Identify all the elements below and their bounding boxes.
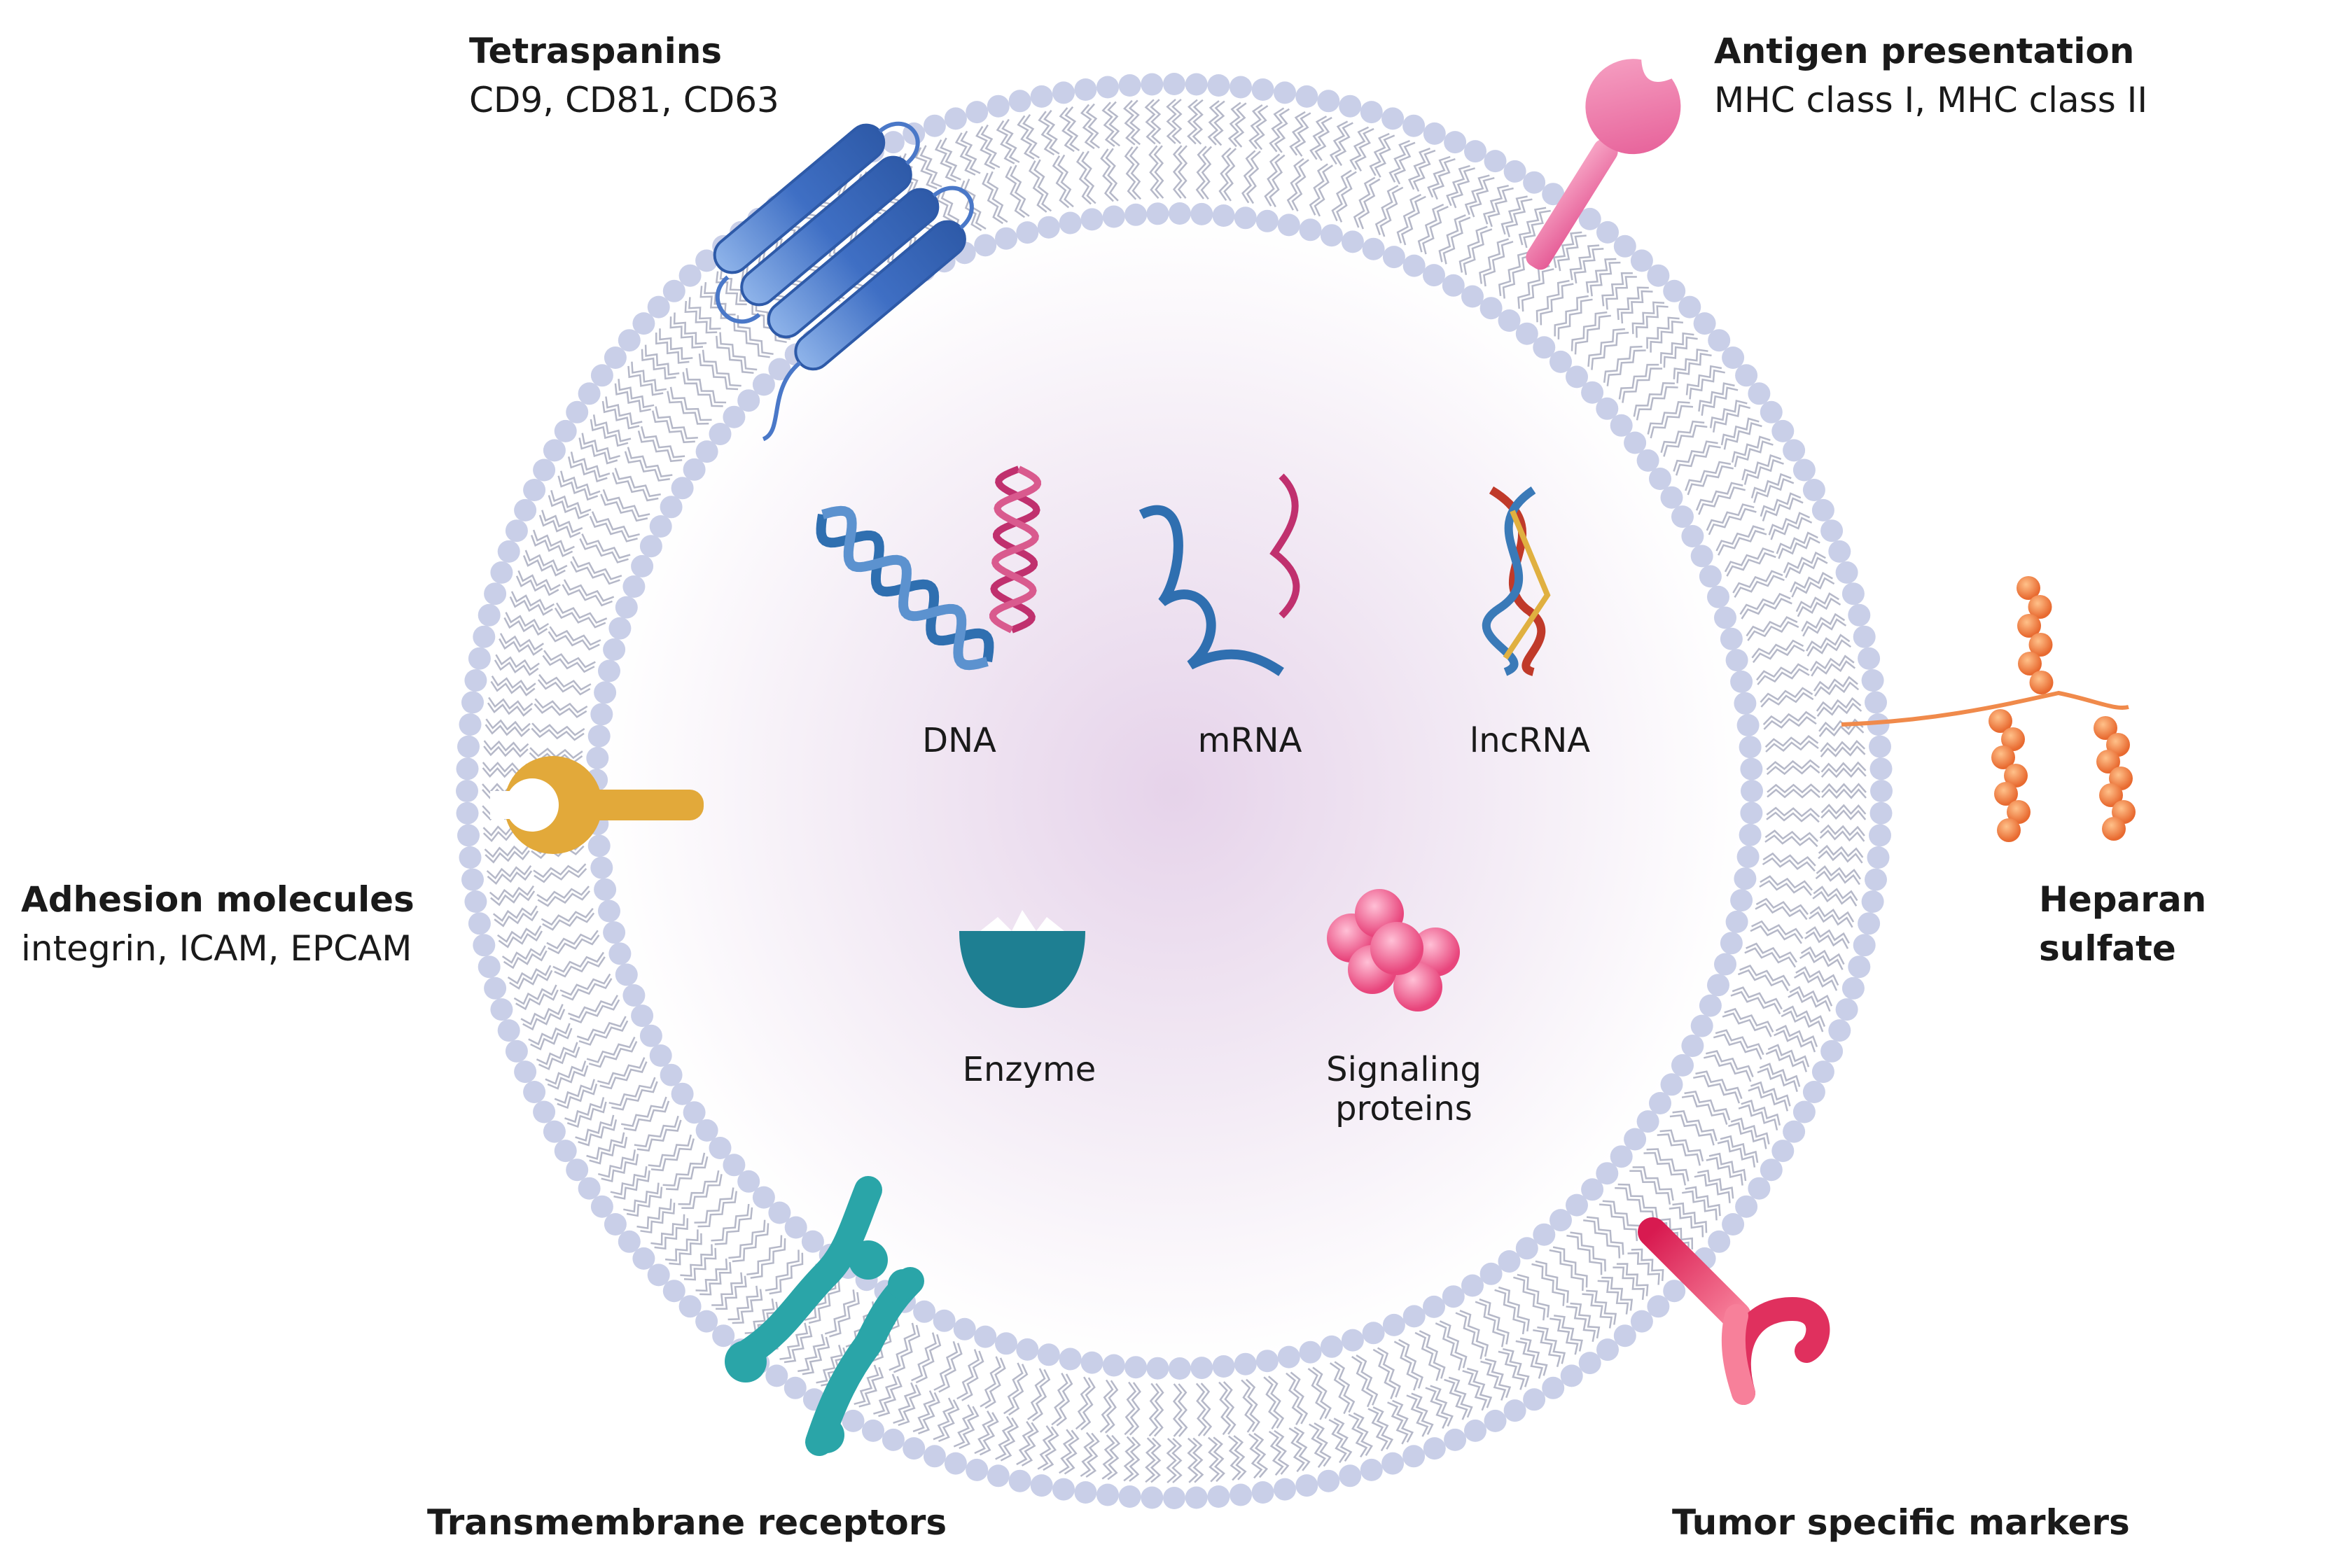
transmembrane-title: Transmembrane receptors: [427, 1502, 947, 1543]
tetraspanin-icon: [713, 121, 974, 442]
heparan-title: Heparan sulfate: [2039, 879, 2207, 969]
enzyme-icon: [959, 910, 1085, 1008]
tetraspanins-subtitle: CD9, CD81, CD63: [469, 80, 779, 120]
tumor-title: Tumor specific markers: [1672, 1502, 2130, 1543]
mrna-label: mRNA: [1197, 721, 1302, 760]
lipid-bilayer: [456, 73, 1893, 1509]
antigen-subtitle: MHC class I, MHC class II: [1714, 80, 2148, 120]
adhesion-subtitle: integrin, ICAM, EPCAM: [21, 928, 412, 969]
adhesion-label: Adhesion molecules integrin, ICAM, EPCAM: [21, 875, 415, 973]
adhesion-icon: [490, 756, 704, 854]
adhesion-title: Adhesion molecules: [21, 879, 415, 920]
tumor-marker-icon: [1638, 1217, 1830, 1405]
heparan-sulfate-icon: [1841, 576, 2136, 842]
dna-icon: [816, 465, 1042, 671]
transmembrane-label: Transmembrane receptors: [427, 1498, 947, 1547]
signaling-label: Signaling proteins: [1326, 1050, 1482, 1128]
tetraspanins-title: Tetraspanins: [469, 31, 723, 71]
antigen-label: Antigen presentation MHC class I, MHC cl…: [1714, 27, 2147, 125]
mhc-icon: [1526, 49, 1681, 270]
tetraspanins-label: Tetraspanins CD9, CD81, CD63: [469, 27, 779, 125]
heparan-label: Heparan sulfate: [2039, 875, 2347, 973]
tumor-label: Tumor specific markers: [1672, 1498, 2130, 1547]
lncrna-icon: [1482, 486, 1551, 676]
dna-label: DNA: [922, 721, 996, 760]
vesicle-lumen: [600, 217, 1748, 1365]
transmembrane-receptor-icon: [725, 1176, 924, 1456]
signaling-proteins-icon: [1327, 889, 1460, 1011]
mrna-icon: [1138, 473, 1300, 676]
lncrna-label: lncRNA: [1469, 721, 1591, 760]
antigen-title: Antigen presentation: [1714, 31, 2135, 71]
enzyme-label: Enzyme: [962, 1050, 1096, 1089]
